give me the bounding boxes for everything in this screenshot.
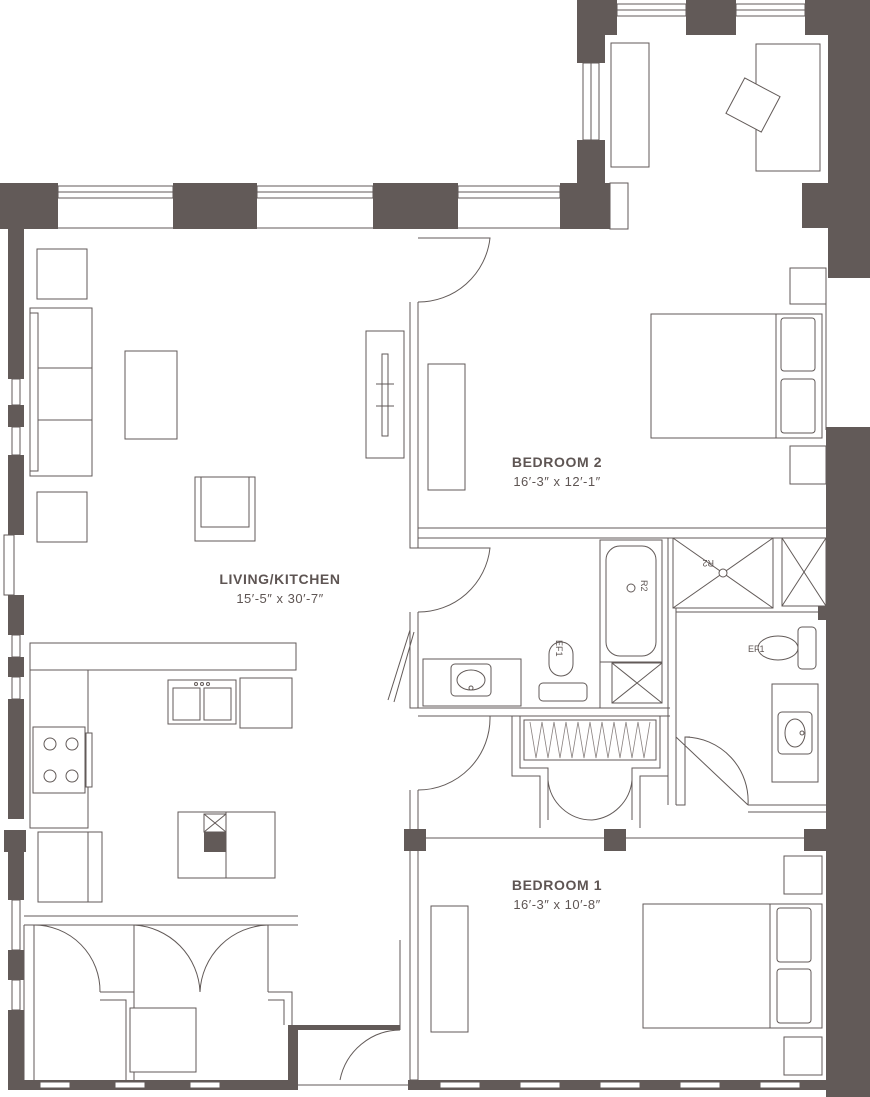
bedroom2-furniture — [427, 313, 827, 491]
bath1-shower-label: R2 — [702, 558, 714, 568]
bath2-tub-label: R2 — [639, 580, 649, 592]
living-kitchen-name: LIVING/KITCHEN — [219, 571, 340, 587]
bath2-toilet-label: EF1 — [554, 640, 564, 657]
bedroom2-dims: 16′-3″ x 12′-1″ — [513, 474, 600, 489]
bedroom1-name: BEDROOM 1 — [512, 877, 602, 893]
living-kitchen-dims: 15′-5″ x 30′-7″ — [236, 591, 323, 606]
bath1-toilet-label: EF1 — [748, 644, 765, 654]
bedroom1-dims: 16′-3″ x 10′-8″ — [513, 897, 600, 912]
living-furniture — [29, 248, 405, 543]
bath1: R2 EF1 — [672, 537, 827, 783]
doors — [33, 237, 749, 1081]
bedroom1-furniture — [430, 855, 823, 1076]
bath2: R2 EF1 — [422, 539, 663, 707]
closet — [523, 719, 657, 761]
kitchen — [29, 642, 297, 1073]
bedroom2-name: BEDROOM 2 — [512, 454, 602, 470]
office-furniture — [610, 42, 827, 305]
room-labels: LIVING/KITCHEN 15′-5″ x 30′-7″ BEDROOM 2… — [219, 454, 602, 912]
